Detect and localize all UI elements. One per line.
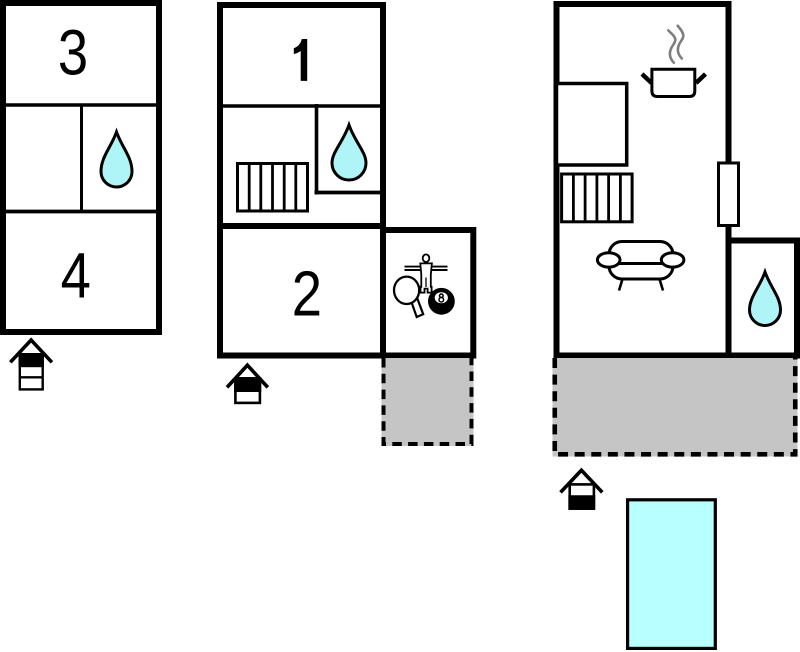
svg-text:3: 3 [58,16,88,88]
svg-text:4: 4 [61,239,91,311]
svg-text:2: 2 [292,257,322,329]
